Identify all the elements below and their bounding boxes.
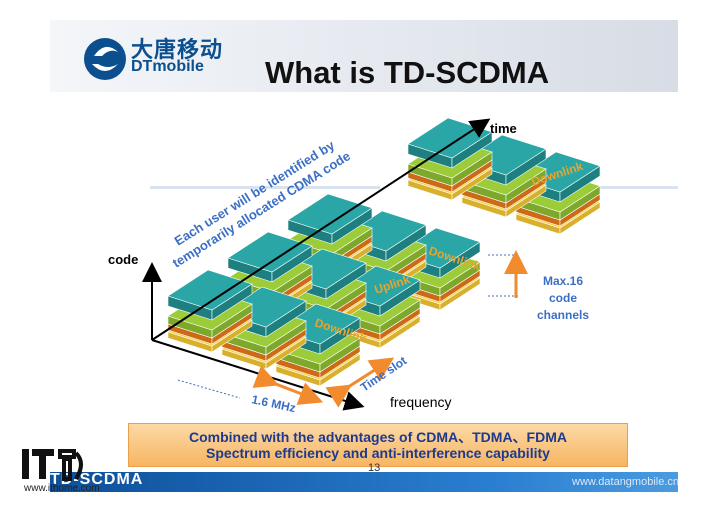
footer-band (50, 472, 678, 492)
slot-layer (227, 231, 313, 273)
page-number: 13 (368, 462, 381, 474)
dtmobile-logo-icon (84, 38, 126, 80)
max-codes-line-2: code (549, 291, 577, 305)
header-band (50, 20, 678, 92)
time-slot-arrow (325, 357, 395, 408)
divider-line (560, 186, 678, 189)
max-codes-line-3: channels (537, 308, 589, 322)
slide-title: What is TD-SCDMA (265, 55, 550, 90)
slot-blocks (167, 117, 601, 387)
time-axis (151, 118, 491, 341)
divider-line (150, 186, 380, 189)
bandwidth-label: 1.6 MHz (250, 392, 297, 415)
slot-layer (287, 193, 373, 235)
footer-brand: TD-SCDMA (50, 471, 144, 488)
banner-line-1: Combined with the advantages of CDMA、TDM… (189, 429, 567, 445)
max-codes-line-1: Max.16 (543, 274, 583, 288)
frequency-axis-label: frequency (390, 394, 451, 410)
slot-layer (167, 269, 253, 311)
watermark-url: www.ithome.com (24, 483, 100, 494)
banner-line-2: Spectrum efficiency and anti-interferenc… (206, 445, 550, 461)
time-slot-label: Time slot (358, 354, 409, 395)
time-axis-label: time (490, 121, 517, 136)
guide-line (177, 379, 241, 399)
bandwidth-arrow (252, 365, 324, 405)
logo-chinese-text: 大唐移动 (131, 37, 224, 62)
ithome-watermark-icon (22, 449, 83, 481)
code-axis-label: code (108, 252, 138, 267)
summary-banner: Combined with the advantages of CDMA、TDM… (128, 423, 628, 467)
footer-url: www.datangmobile.cn (572, 476, 680, 488)
logo-english-text: DTmobile (131, 58, 204, 75)
